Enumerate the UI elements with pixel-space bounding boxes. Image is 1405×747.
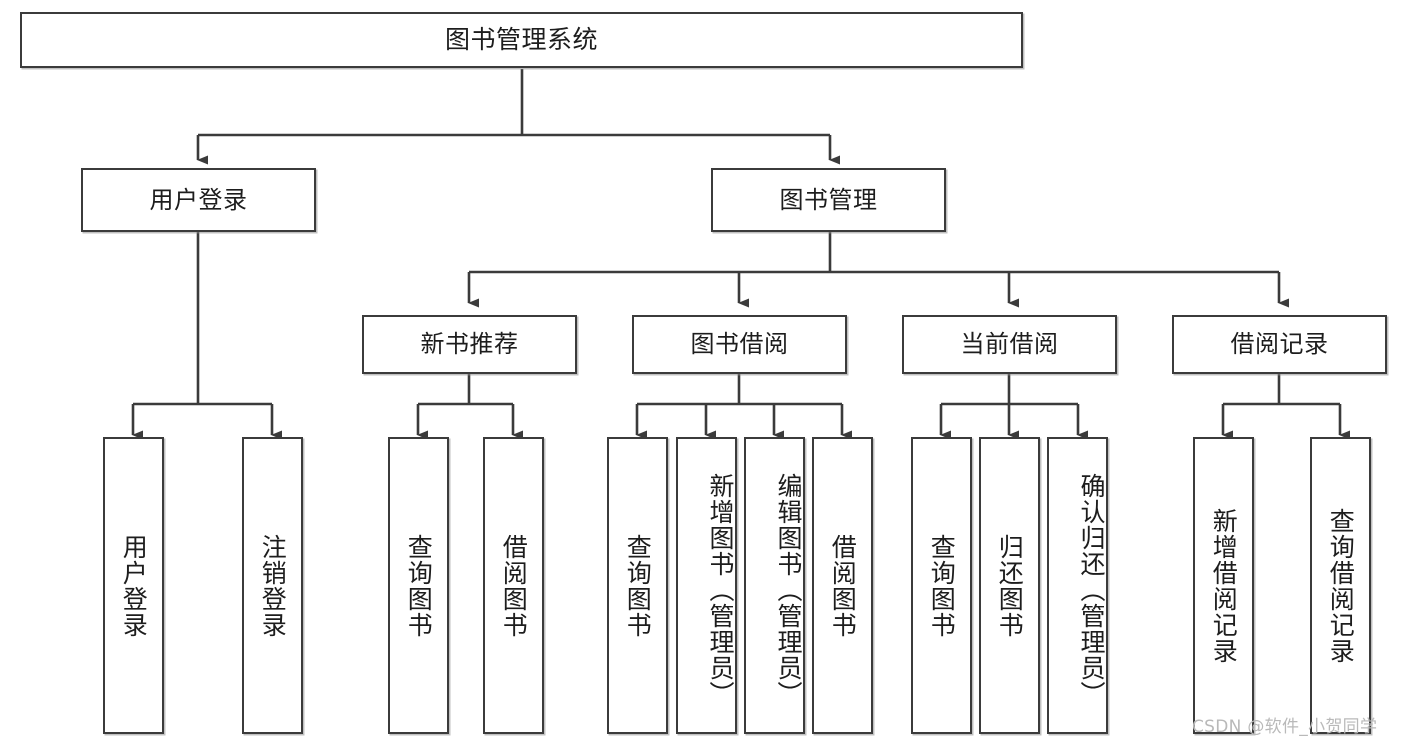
- leaf-borrow-book-new-recommend[interactable]: 借阅图书: [483, 437, 544, 734]
- leaf-query-book-new-recommend[interactable]: 查询图书: [388, 437, 449, 734]
- leaf-query-book-borrow[interactable]: 查询图书: [607, 437, 668, 734]
- leaf-query-book-current[interactable]: 查询图书: [911, 437, 972, 734]
- node-current-borrow[interactable]: 当前借阅: [902, 315, 1117, 374]
- leaf-query-borrow-record[interactable]: 查询借阅记录: [1310, 437, 1371, 734]
- leaf-return-book[interactable]: 归还图书: [979, 437, 1040, 734]
- node-new-book-recommend[interactable]: 新书推荐: [362, 315, 577, 374]
- leaf-user-login[interactable]: 用户登录: [103, 437, 164, 734]
- node-book-borrow[interactable]: 图书借阅: [632, 315, 847, 374]
- node-root-book-management-system[interactable]: 图书管理系统: [20, 12, 1023, 68]
- leaf-borrow-book[interactable]: 借阅图书: [812, 437, 873, 734]
- node-book-management[interactable]: 图书管理: [711, 168, 946, 232]
- leaf-confirm-return-admin[interactable]: 确认归还（管理员）: [1047, 437, 1108, 734]
- node-borrow-record[interactable]: 借阅记录: [1172, 315, 1387, 374]
- leaf-add-book-admin[interactable]: 新增图书（管理员）: [676, 437, 737, 734]
- node-user-login[interactable]: 用户登录: [81, 168, 316, 232]
- watermark: CSDN @软件_小贺同学: [1192, 717, 1378, 737]
- leaf-logout[interactable]: 注销登录: [242, 437, 303, 734]
- leaf-edit-book-admin[interactable]: 编辑图书（管理员）: [744, 437, 805, 734]
- leaf-add-borrow-record[interactable]: 新增借阅记录: [1193, 437, 1254, 734]
